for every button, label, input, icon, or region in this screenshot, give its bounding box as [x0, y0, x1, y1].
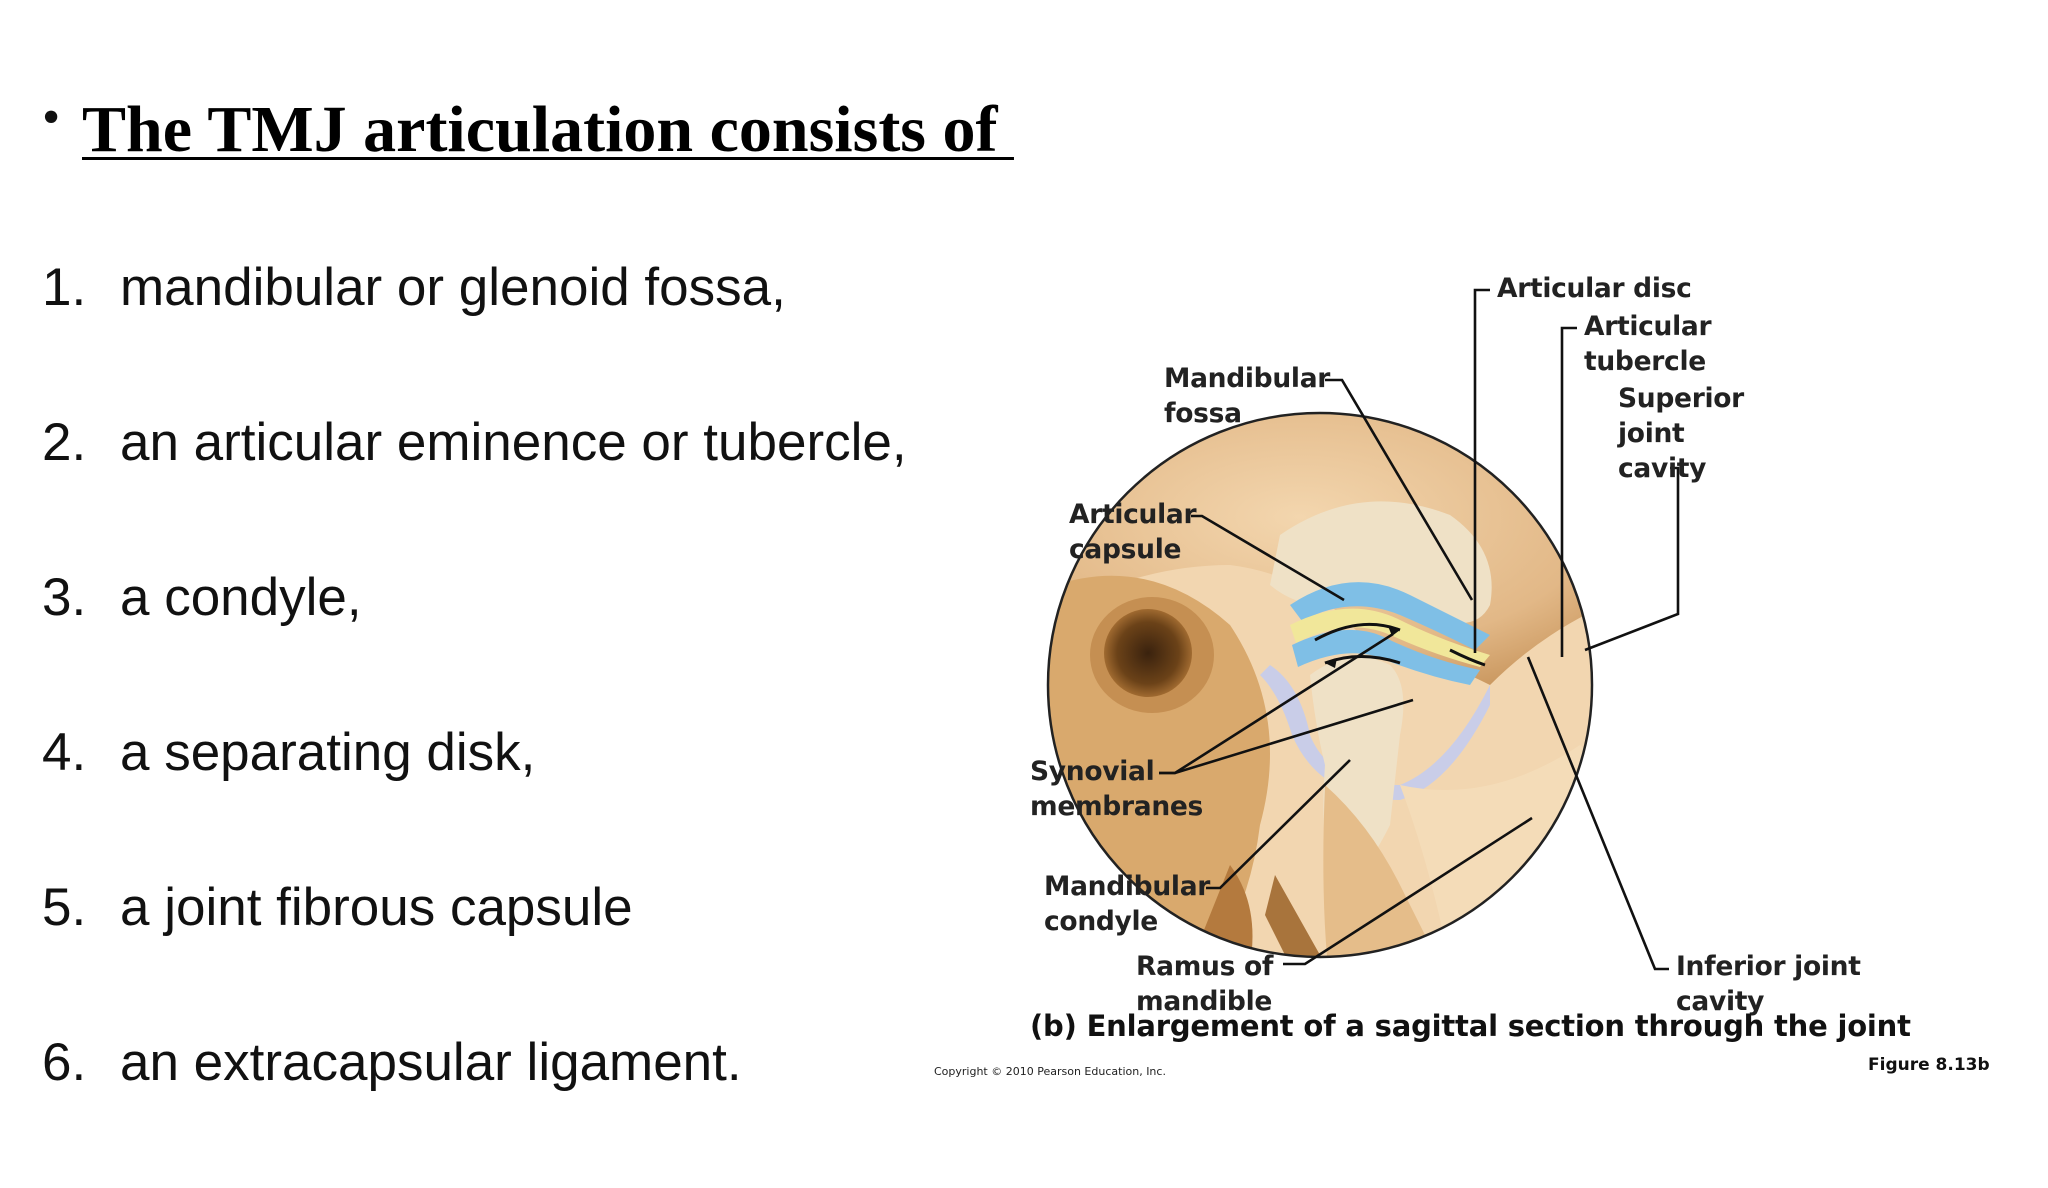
figure-number: Figure 8.13b	[1868, 1055, 1990, 1075]
tmj-illustration	[1046, 288, 1680, 971]
slide-title: The TMJ articulation consists of	[82, 93, 1014, 166]
list-item-number: 4.	[42, 723, 87, 782]
label-articular-tubercle: Articular tubercle	[1584, 311, 1712, 377]
list-item: 3. a condyle,	[42, 568, 907, 723]
list-item: 6. an extracapsular ligament.	[42, 1033, 907, 1188]
label-inferior-joint-cavity: Inferior joint cavity	[1676, 951, 1861, 1017]
list-item-text: a condyle,	[120, 568, 362, 627]
list-item: 5. a joint fibrous capsule	[42, 878, 907, 1033]
label-superior-joint-cavity: Superior joint cavity	[1618, 383, 1744, 484]
magnification-circle	[1046, 411, 1594, 959]
label-articular-disc: Articular disc	[1497, 273, 1692, 304]
list-item-number: 6.	[42, 1033, 87, 1092]
leader-lines	[1159, 288, 1680, 971]
list-item-number: 2.	[42, 413, 87, 472]
list-item: 2. an articular eminence or tubercle,	[42, 413, 907, 568]
list-item: 1. mandibular or glenoid fossa,	[42, 258, 907, 413]
title-bullet: •	[42, 89, 61, 146]
copyright-notice: Copyright © 2010 Pearson Education, Inc.	[934, 1065, 1166, 1078]
figure-caption: (b) Enlargement of a sagittal section th…	[1030, 1009, 1911, 1043]
list-item-text: a separating disk,	[120, 723, 536, 782]
list-item-text: an articular eminence or tubercle,	[120, 413, 907, 472]
label-articular-capsule: Articular capsule	[1069, 499, 1197, 565]
component-list: 1. mandibular or glenoid fossa, 2. an arti…	[42, 258, 907, 1188]
list-item-number: 3.	[42, 568, 87, 627]
label-mandibular-fossa: Mandibular fossa	[1164, 363, 1331, 429]
tmj-figure: Articular disc Articular tubercle Mandib…	[930, 265, 2010, 1095]
list-item-text: mandibular or glenoid fossa,	[120, 258, 786, 317]
list-item-number: 1.	[42, 258, 87, 317]
list-item-text: a joint fibrous capsule	[120, 878, 633, 937]
label-mandibular-condyle: Mandibular condyle	[1044, 871, 1211, 937]
list-item-text: an extracapsular ligament.	[120, 1033, 742, 1092]
label-synovial-membranes: Synovial membranes	[1030, 756, 1204, 822]
list-item-number: 5.	[42, 878, 87, 937]
label-ramus-of-mandible: Ramus of mandible	[1136, 951, 1274, 1017]
list-item: 4. a separating disk,	[42, 723, 907, 878]
